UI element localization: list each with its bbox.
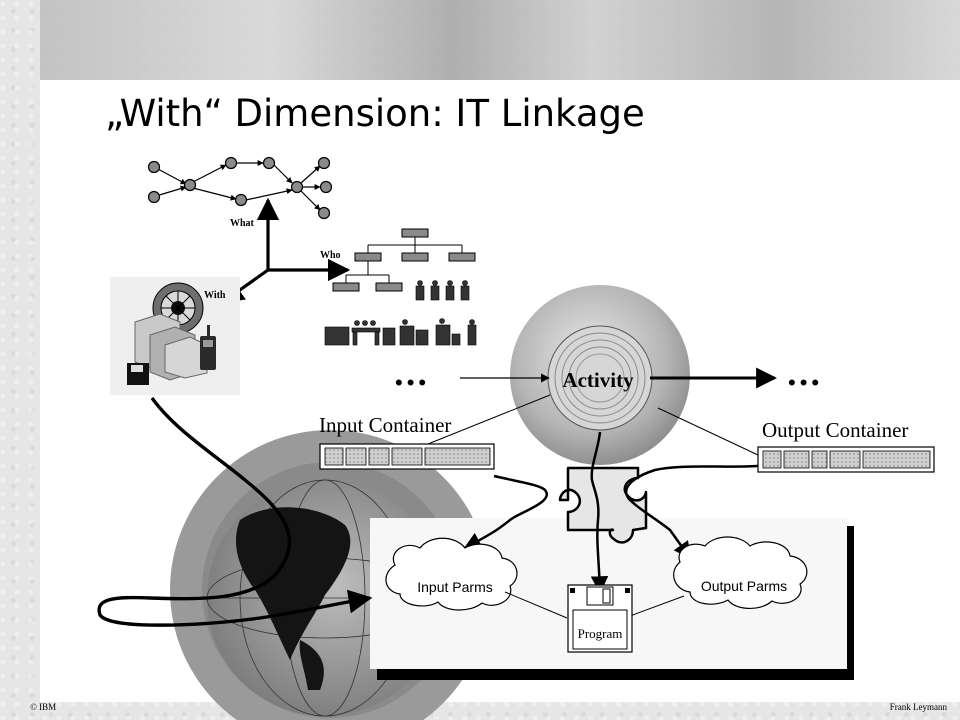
output-container-label: Output Container bbox=[762, 418, 908, 442]
input-parms-label: Input Parms bbox=[417, 579, 492, 595]
activity-label: Activity bbox=[562, 368, 634, 392]
ellipsis-right: ••• bbox=[788, 370, 823, 395]
input-parms-link bbox=[504, 591, 568, 619]
decorative-banner bbox=[40, 0, 960, 82]
output-parms-link bbox=[629, 595, 685, 617]
activity-to-program-curve bbox=[590, 431, 609, 594]
footer-author: Frank Leymann bbox=[889, 702, 947, 712]
slide-title: „With“ Dimension: IT Linkage bbox=[105, 92, 645, 135]
it-linkage-curve bbox=[97, 397, 373, 627]
output-container bbox=[757, 446, 935, 473]
input-container-link bbox=[427, 394, 551, 445]
it-resources-icon bbox=[127, 282, 216, 385]
input-container bbox=[319, 443, 495, 470]
output-parms-cloud bbox=[673, 536, 808, 609]
input-container-label: Input Container bbox=[319, 413, 451, 437]
program-floppy-icon bbox=[567, 584, 633, 653]
org-chart-icon bbox=[332, 228, 476, 292]
axis-label-with: With bbox=[204, 290, 226, 301]
program-label: Program bbox=[578, 626, 623, 641]
activity-sphere bbox=[510, 285, 690, 465]
ellipsis-left: ••• bbox=[395, 370, 430, 395]
footer-copyright: © IBM bbox=[30, 702, 57, 712]
process-graph-icon bbox=[147, 156, 333, 220]
output-container-link bbox=[657, 407, 759, 456]
axis-label-what: What bbox=[230, 218, 255, 229]
output-flow-curve bbox=[624, 464, 759, 560]
output-parms-label: Output Parms bbox=[701, 578, 787, 594]
input-flow-curve bbox=[463, 474, 549, 550]
people-icons bbox=[324, 280, 477, 346]
axis-label-who: Who bbox=[320, 250, 341, 261]
input-parms-cloud bbox=[385, 537, 518, 611]
